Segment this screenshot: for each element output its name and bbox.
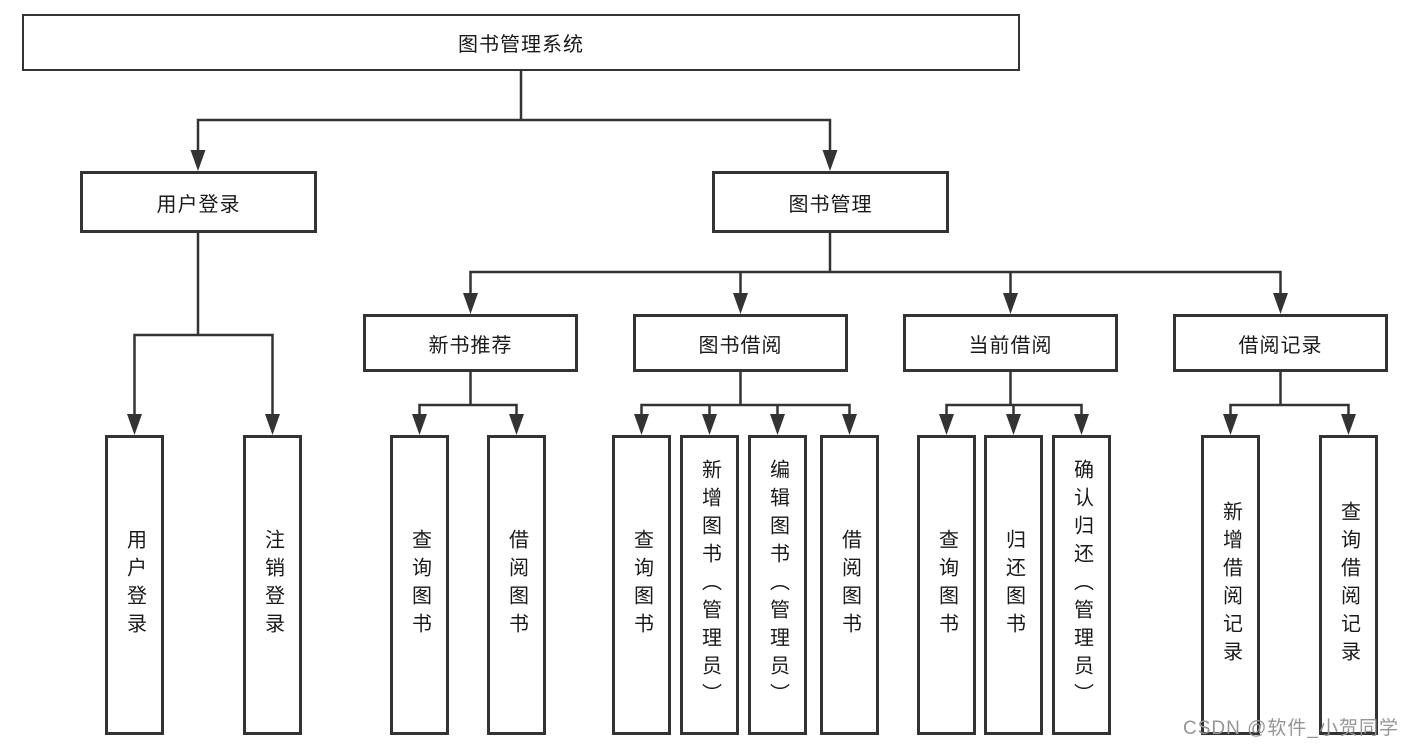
node-label: 编辑图书（管理员）	[766, 459, 789, 711]
node-label: 查询图书	[408, 529, 431, 641]
node-label: 图书借阅	[698, 334, 783, 357]
leaf-current-confirm-return-admin: 确认归还（管理员）	[1052, 435, 1111, 735]
node-label: 新增借阅记录	[1219, 501, 1242, 669]
leaf-borrow-edit-books-admin: 编辑图书（管理员）	[748, 435, 807, 735]
leaf-records-query-record: 查询借阅记录	[1319, 435, 1378, 735]
node-label: 查询图书	[630, 529, 653, 641]
leaf-logout: 注销登录	[243, 435, 302, 735]
csdn-watermark: CSDN @软件_小贺同学	[1183, 718, 1399, 739]
node-label: 用户登录	[123, 529, 146, 641]
node-current-borrow: 当前借阅	[903, 314, 1118, 372]
node-borrow-records: 借阅记录	[1173, 314, 1388, 372]
leaf-current-return-books: 归还图书	[984, 435, 1043, 735]
leaf-current-query-books: 查询图书	[917, 435, 976, 735]
leaf-recommend-borrow-books: 借阅图书	[487, 435, 546, 735]
node-label: 新增图书（管理员）	[698, 459, 721, 711]
tree-edges	[133, 69, 1350, 422]
node-label: 确认归还（管理员）	[1070, 459, 1093, 711]
node-label: 当前借阅	[968, 334, 1053, 357]
node-label: 归还图书	[1002, 529, 1025, 641]
node-label: 借阅图书	[838, 529, 861, 641]
node-label: 注销登录	[261, 529, 284, 641]
node-root-system: 图书管理系统	[22, 14, 1020, 71]
node-label: 图书管理	[788, 193, 873, 216]
node-label: 借阅记录	[1238, 334, 1323, 357]
leaf-borrow-add-books-admin: 新增图书（管理员）	[680, 435, 739, 735]
node-book-management: 图书管理	[712, 171, 949, 233]
node-user-login: 用户登录	[80, 171, 317, 233]
node-book-borrow: 图书借阅	[633, 314, 848, 372]
leaf-borrow-query-books: 查询图书	[612, 435, 671, 735]
node-label: 图书管理系统	[458, 34, 584, 56]
node-label: 借阅图书	[505, 529, 528, 641]
leaf-borrow-borrow-books: 借阅图书	[820, 435, 879, 735]
node-new-book-recommend: 新书推荐	[363, 314, 578, 372]
node-label: 查询图书	[935, 529, 958, 641]
node-label: 用户登录	[156, 193, 241, 216]
node-label: 新书推荐	[428, 334, 513, 357]
leaf-records-add-record: 新增借阅记录	[1201, 435, 1260, 735]
node-label: 查询借阅记录	[1337, 501, 1360, 669]
leaf-user-login: 用户登录	[105, 435, 164, 735]
leaf-recommend-query-books: 查询图书	[390, 435, 449, 735]
